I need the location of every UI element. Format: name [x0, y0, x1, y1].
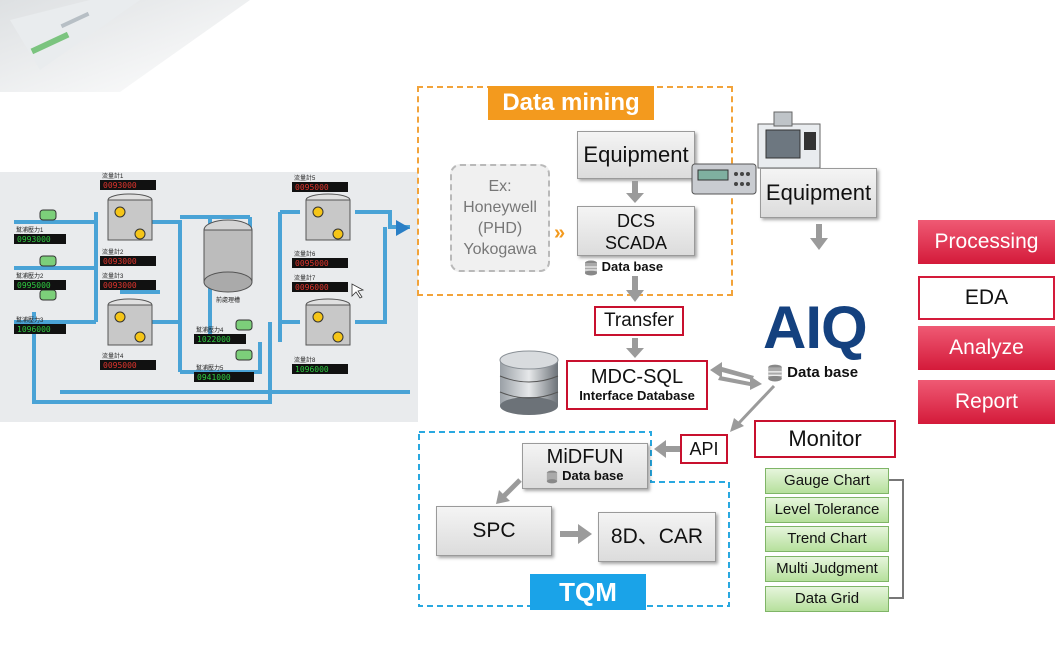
scada-readout: 0096000	[295, 283, 329, 292]
scada-label: 前處理槽	[216, 296, 240, 304]
arrow-down-left-icon	[730, 384, 776, 432]
scada-readout: 0095000	[295, 259, 329, 268]
monitor-group-bracket	[889, 479, 904, 599]
ex-line: Yokogawa	[463, 241, 537, 258]
side-menu-analyze[interactable]: Analyze	[918, 326, 1055, 370]
scada-label: SCADA	[604, 233, 667, 253]
arrow-down-icon	[626, 181, 644, 203]
scada-readout: 0093000	[103, 181, 137, 190]
scada-label: 流量計7	[294, 274, 316, 282]
scada-readout: 1096000	[295, 365, 329, 374]
database-icon	[585, 260, 597, 276]
database-label: Data base	[787, 364, 859, 381]
scada-label: 流量計6	[294, 250, 316, 258]
decorative-background-screenshot	[0, 0, 250, 92]
data-mining-title: Data mining	[488, 86, 654, 120]
side-menu-report[interactable]: Report	[918, 380, 1055, 424]
scada-readout: 1022000	[197, 335, 231, 344]
scada-readout: 0095000	[295, 183, 329, 192]
midfun-database: Data base	[523, 468, 647, 484]
ex-line: Honeywell	[463, 199, 537, 216]
scada-readout: 0941000	[197, 373, 231, 382]
arrow-down-left-icon	[496, 478, 522, 504]
scada-label: 流量計4	[102, 352, 124, 360]
side-menu-eda[interactable]: EDA	[918, 276, 1055, 320]
scada-readout: 0093000	[103, 281, 137, 290]
monitor-box: Monitor	[754, 420, 896, 458]
scada-label: 幫浦壓力2	[16, 272, 44, 280]
scada-readout: 0995000	[17, 281, 51, 290]
database-icon	[768, 364, 782, 382]
arrow-left-icon	[654, 440, 680, 458]
database-label: Data base	[562, 468, 624, 483]
scada-readout: 1096000	[17, 325, 51, 334]
ex-line: Ex:	[488, 178, 512, 195]
mdc-sql-label: MDC-SQL	[590, 366, 684, 388]
scada-label: 幫浦壓力3	[16, 316, 44, 324]
scada-readout: 0093000	[103, 257, 137, 266]
double-chevron-right-icon: »	[554, 222, 566, 244]
scada-label: 流量計1	[102, 172, 124, 180]
midfun-label: MiDFUN	[546, 446, 624, 468]
scada-label: 流量計8	[294, 356, 316, 364]
scada-label: 幫浦壓力5	[196, 364, 224, 372]
monitor-item-data-grid[interactable]: Data Grid	[765, 586, 889, 612]
tqm-title: TQM	[530, 574, 646, 610]
mouse-cursor-icon	[351, 283, 365, 299]
scada-readout: 0993000	[17, 235, 51, 244]
aiq-database: Data base	[767, 364, 858, 382]
scada-label: 幫浦壓力4	[196, 326, 224, 334]
dcs-scada-box: DCS SCADA	[577, 206, 695, 256]
scada-process-diagram: 0093000 0093000 0093000 0095000 0095000 …	[14, 172, 410, 404]
cnc-machine-image	[757, 111, 821, 169]
arrow-down-icon	[626, 276, 644, 302]
monitor-item-level-tolerance[interactable]: Level Tolerance	[765, 497, 889, 523]
arrow-down-icon	[810, 224, 828, 250]
equipment-box: Equipment	[577, 131, 695, 179]
8d-car-box: 8D、CAR	[598, 512, 716, 562]
midfun-box: MiDFUN Data base	[522, 443, 648, 489]
dcs-label: DCS	[616, 211, 655, 231]
database-cylinder-icon	[499, 350, 559, 415]
api-box: API	[680, 434, 728, 464]
equipment-box-right: Equipment	[760, 168, 877, 218]
dcs-database: Data base	[584, 259, 663, 276]
database-label: Data base	[601, 259, 664, 274]
scada-label: 流量計5	[294, 174, 316, 182]
transfer-box: Transfer	[594, 306, 684, 336]
side-menu-processing[interactable]: Processing	[918, 220, 1055, 264]
scada-label: 流量計3	[102, 272, 124, 280]
arrow-down-icon	[626, 338, 644, 358]
monitor-item-gauge-chart[interactable]: Gauge Chart	[765, 468, 889, 494]
scada-label: 流量計2	[102, 248, 124, 256]
interface-database-label: Interface Database	[579, 388, 695, 403]
mdc-sql-box: MDC-SQL Interface Database	[566, 360, 708, 410]
database-icon	[547, 470, 558, 483]
spc-box: SPC	[436, 506, 552, 556]
scada-readout: 0095000	[103, 361, 137, 370]
instrument-device-image	[691, 163, 757, 195]
monitor-item-multi-judgment[interactable]: Multi Judgment	[765, 556, 889, 582]
tank-shapes	[107, 193, 351, 346]
bidirectional-arrow-icon	[710, 362, 762, 390]
example-systems-box: Ex: Honeywell (PHD) Yokogawa	[450, 164, 550, 272]
scada-label: 幫浦壓力1	[16, 226, 44, 234]
ex-line: (PHD)	[477, 220, 523, 237]
arrow-right-icon	[560, 524, 592, 544]
tqm-region	[418, 431, 730, 607]
aiq-logo: AIQ	[763, 294, 868, 361]
monitor-item-trend-chart[interactable]: Trend Chart	[765, 526, 889, 552]
scada-screenshot-panel: 0093000 0093000 0093000 0095000 0095000 …	[0, 172, 418, 422]
